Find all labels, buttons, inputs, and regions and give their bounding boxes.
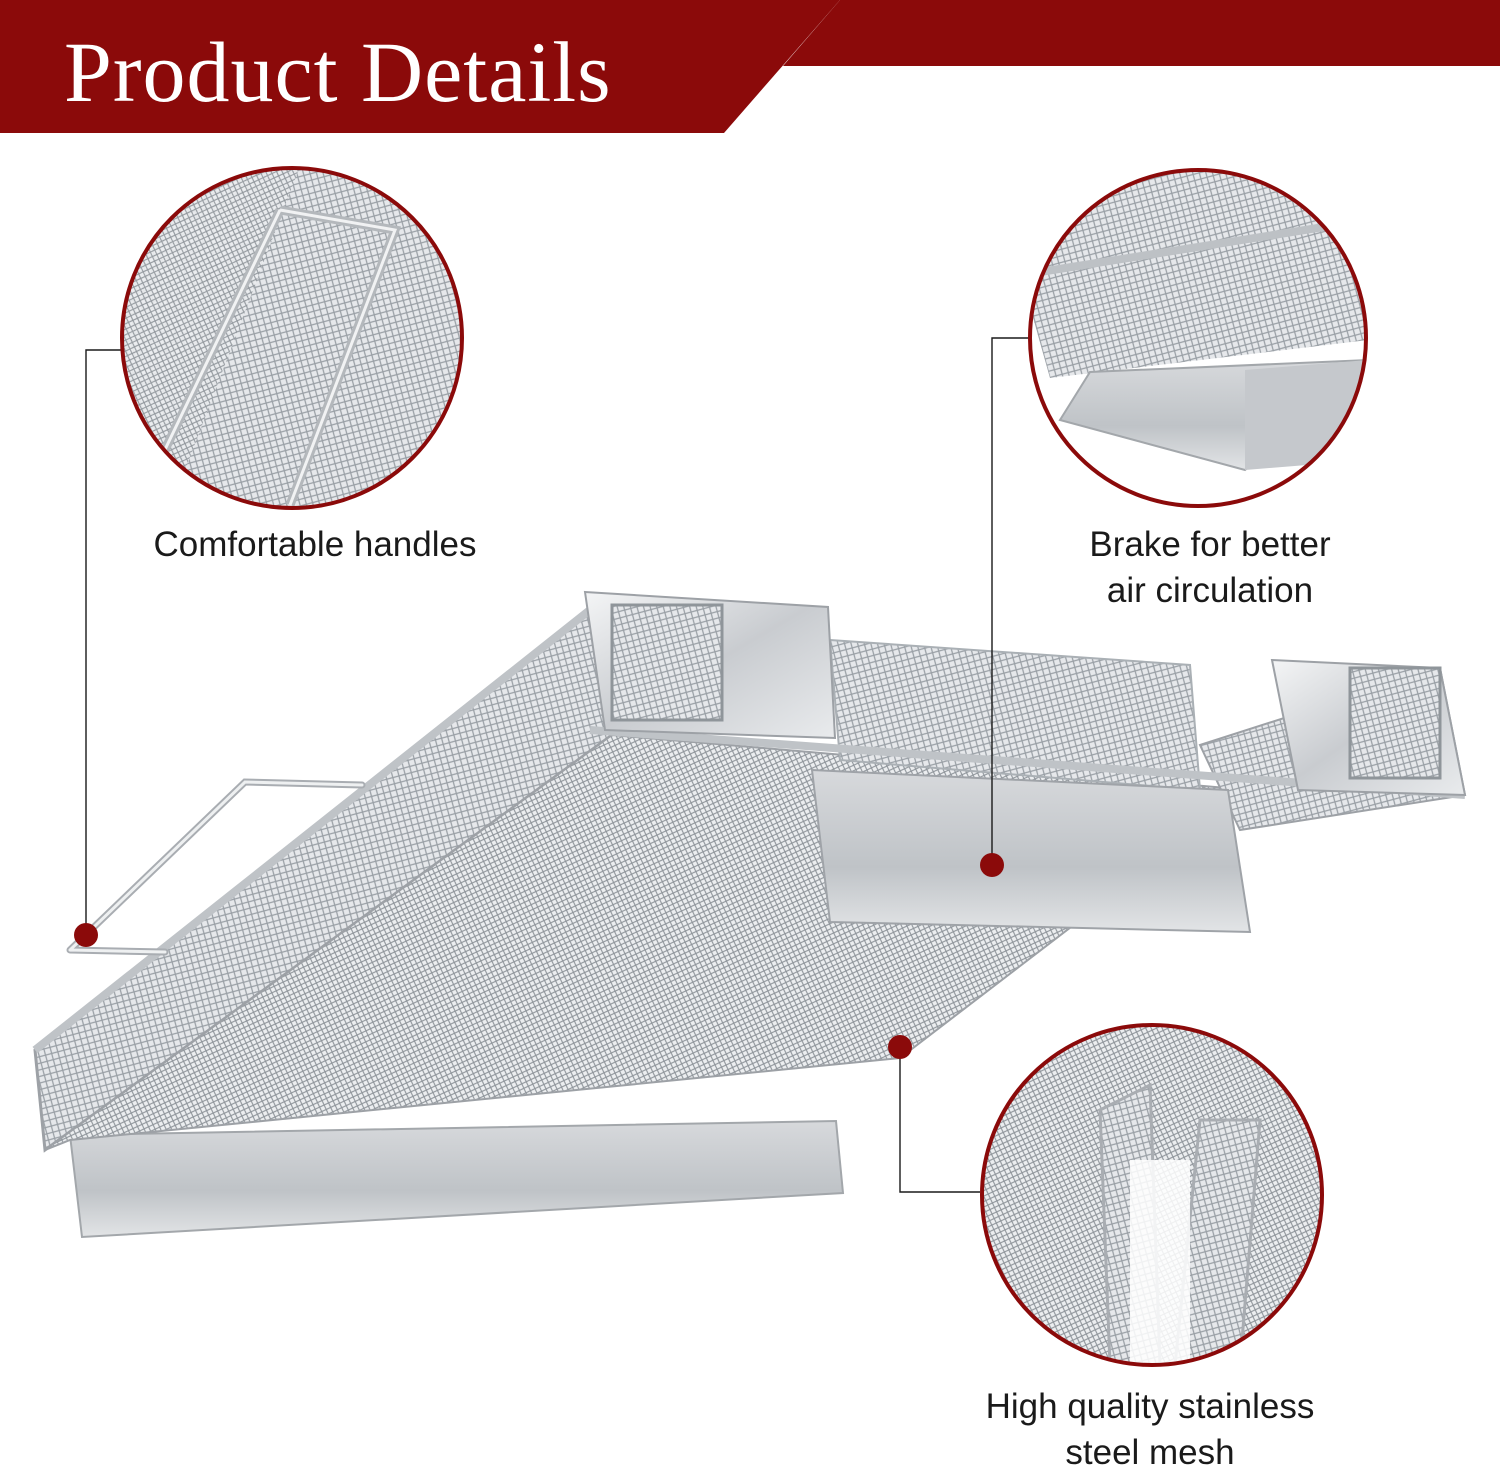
detail-circle-handles <box>120 166 464 510</box>
header-banner <box>0 0 1500 133</box>
callout-leaders <box>85 337 1042 1193</box>
product-basket-image <box>32 590 1467 1239</box>
callout-markers <box>74 853 1004 1059</box>
detail-circle-mesh <box>980 1023 1324 1367</box>
callout-label-brake: Brake for better air circulation <box>1089 525 1331 610</box>
callout-label-handles: Comfortable handles <box>153 525 477 564</box>
callout-label-mesh: High quality stainless steel mesh <box>985 1387 1315 1472</box>
page-title: Product Details <box>64 24 612 120</box>
detail-circle-brake <box>1028 168 1368 508</box>
